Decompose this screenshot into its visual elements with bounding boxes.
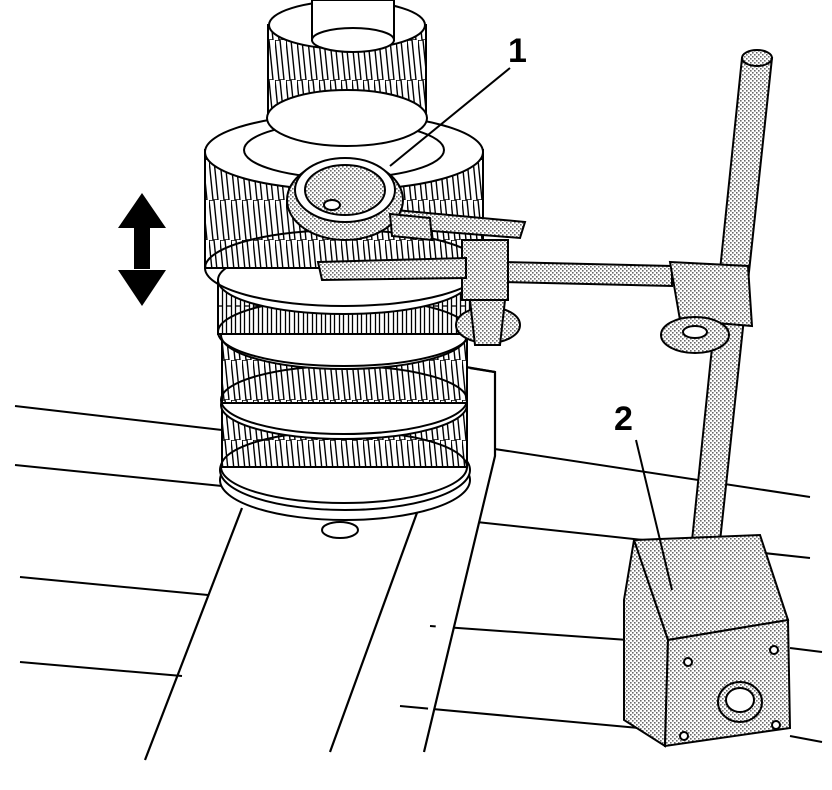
indicator-stand (316, 49, 774, 561)
gear-stack (204, 0, 484, 539)
callout-2-label: 2 (614, 400, 633, 438)
leader-lines (389, 67, 673, 591)
leader-line-2 (635, 439, 673, 591)
callout-1-label: 1 (508, 32, 527, 70)
dial-indicator (286, 157, 434, 242)
axial-movement-arrow-icon (118, 193, 166, 306)
magnetic-base (623, 533, 792, 748)
leader-line-1 (389, 67, 511, 167)
